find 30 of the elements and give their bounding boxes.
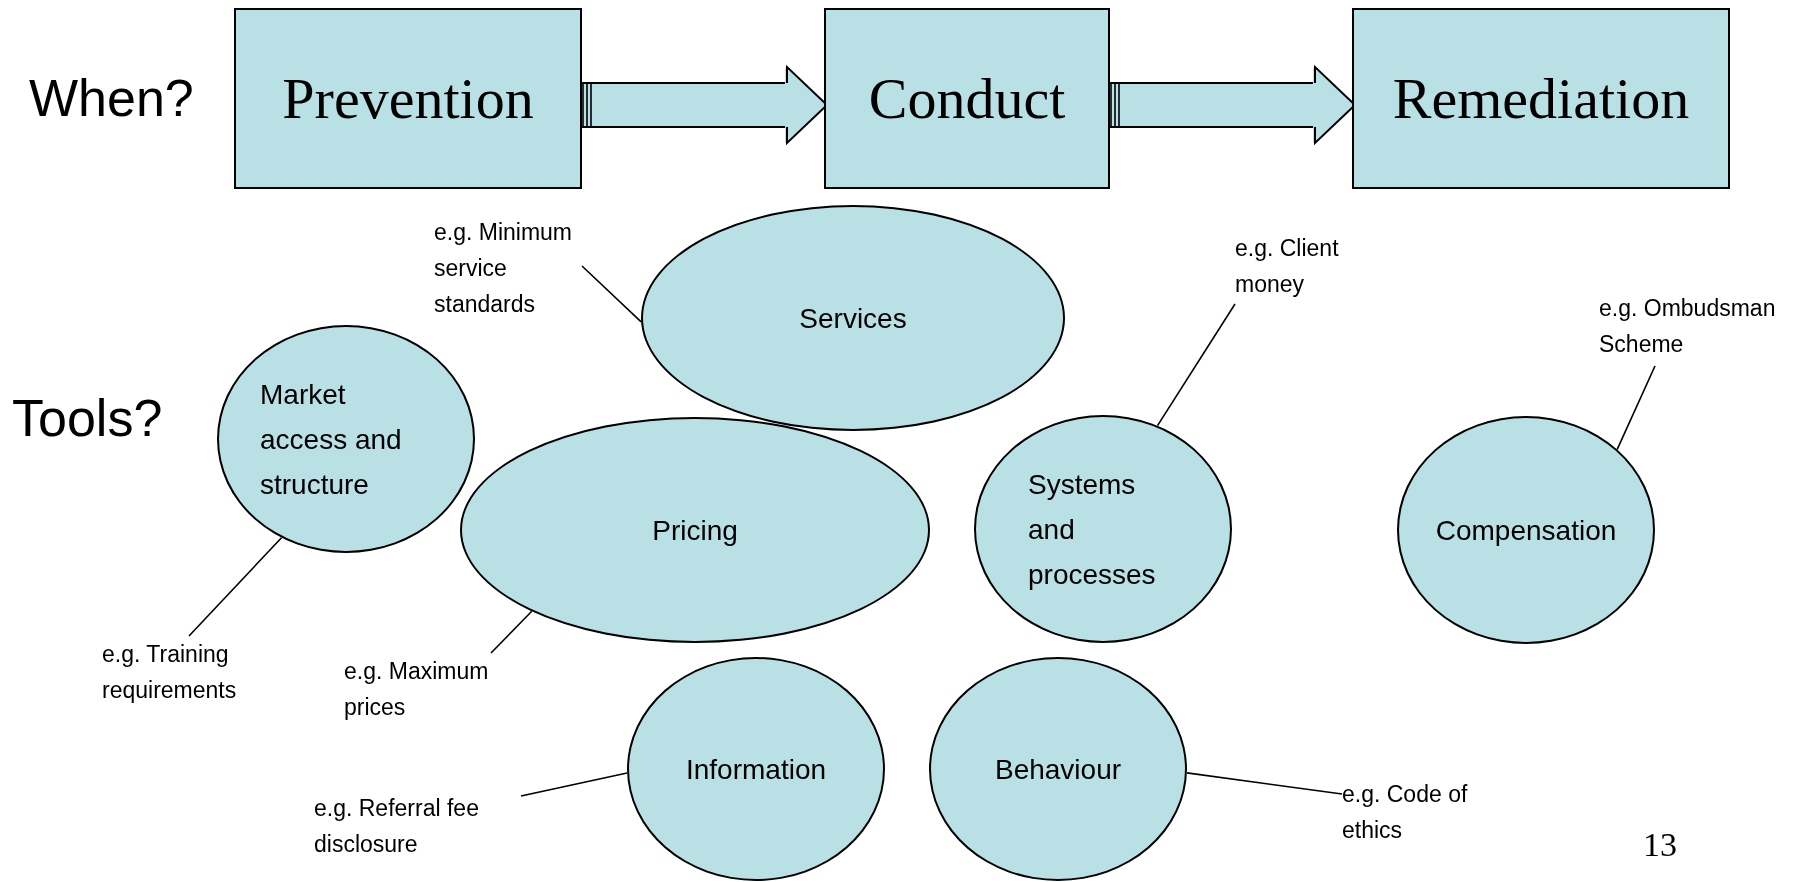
tool-label: Systems and processes [1028,467,1157,592]
leader-line [490,610,533,654]
stage-label: Remediation [1392,65,1690,132]
leader-line [188,536,283,637]
leader-line [581,265,642,323]
example-note: e.g. Minimum service standards [434,214,609,322]
example-note: e.g. Ombudsman Scheme [1599,290,1811,362]
row-heading: Tools? [12,388,163,448]
stage-label: Conduct [868,65,1066,132]
page-number: 13 [1643,826,1677,864]
leader-line [1156,303,1236,427]
tool-label: Market access and structure [260,377,403,502]
tool-label: Information [685,752,827,787]
stage-box [1352,8,1730,189]
leader-line [520,772,628,797]
stage-label: Prevention [282,65,534,132]
stage-box [234,8,582,189]
example-note: e.g. Maximum prices [344,653,524,725]
example-note: e.g. Code of ethics [1342,776,1507,848]
tool-label: Behaviour [994,752,1122,787]
example-note: e.g. Client money [1235,230,1385,302]
tool-label: Services [799,301,907,336]
example-note: e.g. Referral fee disclosure [314,790,519,862]
leader-line [1616,365,1656,451]
tool-label: Compensation [1435,513,1617,548]
leader-line [1186,772,1343,795]
row-heading: When? [29,68,194,128]
tool-label: Pricing [652,513,738,548]
stage-box [824,8,1110,189]
example-note: e.g. Training requirements [102,636,277,708]
